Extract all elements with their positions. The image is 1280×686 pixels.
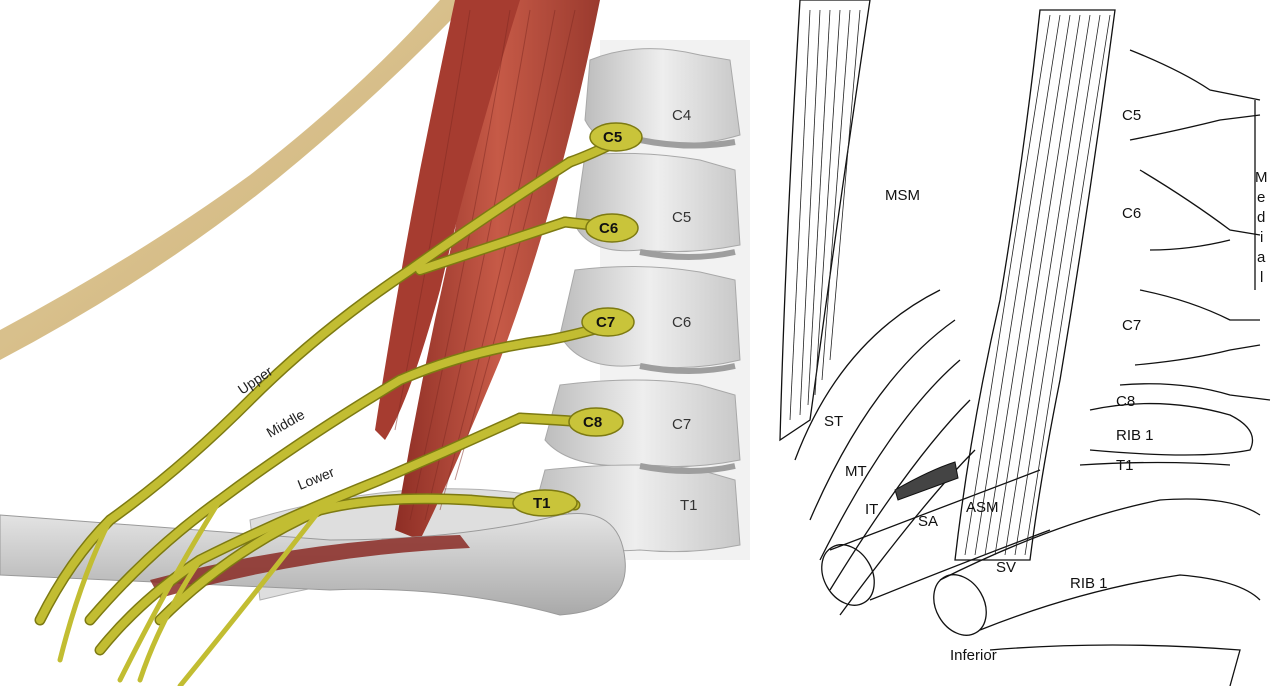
label-sa: SA xyxy=(918,513,938,530)
label-medial-i: i xyxy=(1260,229,1263,246)
line-drawing-panel: MSM ASM ST MT IT SA SV C5 C6 C7 C8 T1 RI… xyxy=(760,0,1280,686)
illustration-canvas: C5 C6 C7 C8 T1 C4 C5 C6 C7 T1 Upper Midd… xyxy=(0,0,750,686)
label-c5: C5 xyxy=(1122,107,1141,124)
neck-skin-highlight xyxy=(0,0,440,330)
muscle-fibers xyxy=(789,9,1111,556)
label-c8: C8 xyxy=(1116,393,1135,410)
label-mt: MT xyxy=(845,463,867,480)
trunk-label-lower: Lower xyxy=(295,464,337,493)
root-label-c7: C7 xyxy=(596,314,615,331)
label-medial-m: M xyxy=(1255,169,1268,186)
label-c7: C7 xyxy=(1122,317,1141,334)
vertebra-label-c7: C7 xyxy=(672,416,691,433)
line-drawing-canvas: MSM ASM ST MT IT SA SV C5 C6 C7 C8 T1 RI… xyxy=(779,0,1271,686)
anterior-scalene-muscle xyxy=(395,0,600,540)
vertebra-label-c6: C6 xyxy=(672,314,691,331)
label-medial-d: d xyxy=(1257,209,1265,226)
vertebra-label-c5: C5 xyxy=(672,209,691,226)
label-medial-a: a xyxy=(1257,249,1266,266)
label-t1: T1 xyxy=(1116,457,1134,474)
label-c6: C6 xyxy=(1122,205,1141,222)
brachial-plexus-illustration: C5 C6 C7 C8 T1 C4 C5 C6 C7 T1 Upper Midd… xyxy=(0,0,750,686)
root-label-c6: C6 xyxy=(599,220,618,237)
root-label-c5: C5 xyxy=(603,129,622,146)
subclavian-vessel xyxy=(150,535,470,598)
label-inferior: Inferior xyxy=(950,647,997,664)
line-drawing-outlines xyxy=(779,0,1271,686)
vertebral-column xyxy=(529,40,750,560)
label-rib1-lower: RIB 1 xyxy=(1070,575,1108,592)
middle-scalene-muscle xyxy=(375,0,520,440)
trunk-label-middle: Middle xyxy=(264,406,308,441)
label-medial-l: l xyxy=(1260,269,1263,286)
label-sv: SV xyxy=(996,559,1016,576)
subclavian-artery-hatch xyxy=(894,461,959,501)
label-it: IT xyxy=(865,501,878,518)
label-st: ST xyxy=(824,413,843,430)
label-asm: ASM xyxy=(966,499,999,516)
root-label-t1: T1 xyxy=(533,495,551,512)
label-rib1-upper: RIB 1 xyxy=(1116,427,1154,444)
clavicle xyxy=(0,513,626,616)
label-msm: MSM xyxy=(885,187,920,204)
vertebra-label-t1: T1 xyxy=(680,497,698,514)
root-nodules xyxy=(512,122,643,517)
vertebra-label-c4: C4 xyxy=(672,107,691,124)
label-medial-e: e xyxy=(1257,189,1265,206)
root-label-c8: C8 xyxy=(583,414,602,431)
